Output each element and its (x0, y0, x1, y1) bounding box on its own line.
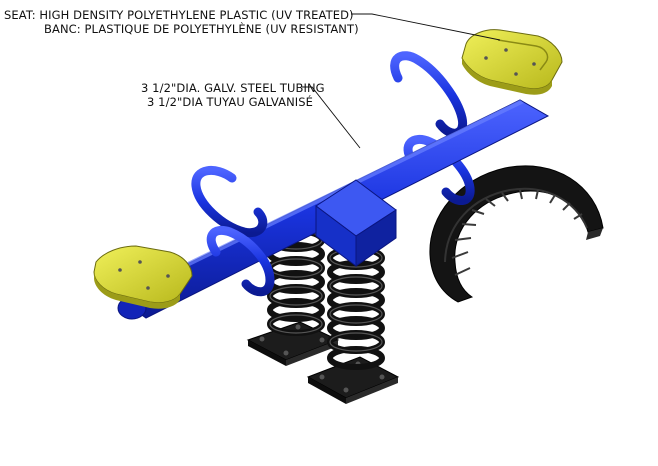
seat-right (461, 29, 563, 95)
seat-callout-line1: SEAT: HIGH DENSITY POLYETHYLENE PLASTIC … (4, 8, 354, 22)
base-plate-left (246, 321, 340, 366)
seat-callout-line2: BANC: PLASTIQUE DE POLYETHYLÈNE (UV RESI… (44, 21, 359, 36)
tire (429, 165, 604, 303)
tubing-leader-line (302, 86, 361, 149)
seat-leader-line (351, 13, 501, 41)
callout-tubing: 3 1/2"DIA. GALV. STEEL TUBING 3 1/2"DIA … (141, 81, 361, 149)
seat-left (93, 245, 193, 309)
pivot-box (315, 179, 397, 267)
handle-front-left (191, 166, 275, 297)
tubing-callout-line1: 3 1/2"DIA. GALV. STEEL TUBING (141, 81, 325, 95)
callout-seat: SEAT: HIGH DENSITY POLYETHYLENE PLASTIC … (4, 8, 501, 41)
tubing-callout-line2: 3 1/2"DIA TUYAU GALVANISÉ (147, 94, 313, 109)
